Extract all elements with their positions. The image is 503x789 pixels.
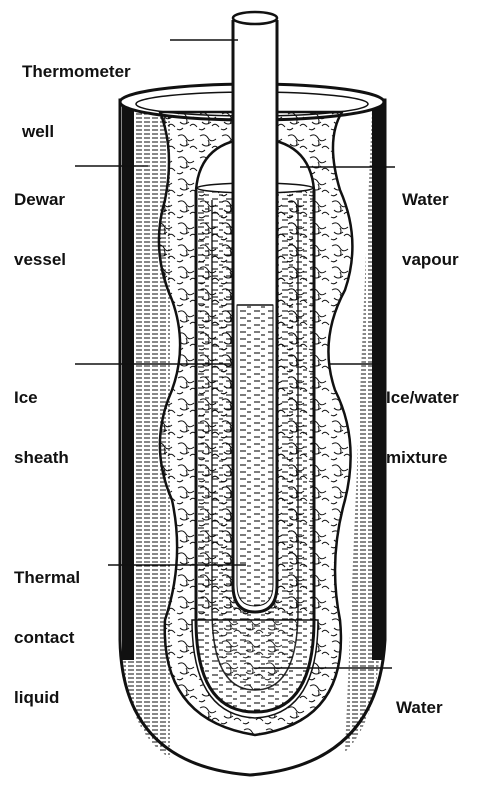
label-line: Water bbox=[402, 190, 459, 210]
label-line: Water bbox=[396, 698, 443, 718]
label-line: Thermometer bbox=[22, 62, 131, 82]
label-line: liquid bbox=[14, 688, 80, 708]
label-line: contact bbox=[14, 628, 80, 648]
label-dewar-vessel: Dewar vessel bbox=[14, 150, 66, 290]
label-line: Thermal bbox=[14, 568, 80, 588]
label-ice-water-mixture: Ice/water mixture bbox=[386, 348, 459, 488]
label-line: well bbox=[22, 122, 131, 142]
label-line: vapour bbox=[402, 250, 459, 270]
label-line: sheath bbox=[14, 448, 69, 468]
label-line: mixture bbox=[386, 448, 459, 468]
label-thermometer-well: Thermometer well bbox=[22, 22, 131, 162]
label-ice-sheath: Ice sheath bbox=[14, 348, 69, 488]
label-line: Dewar bbox=[14, 190, 66, 210]
label-line: vessel bbox=[14, 250, 66, 270]
label-water-vapour: Water vapour bbox=[402, 150, 459, 290]
thermometer-well-shape bbox=[233, 12, 277, 612]
label-water: Water bbox=[396, 658, 443, 738]
label-line: Ice/water bbox=[386, 388, 459, 408]
label-line: Ice bbox=[14, 388, 69, 408]
label-thermal-contact-liquid: Thermal contact liquid bbox=[14, 528, 80, 728]
